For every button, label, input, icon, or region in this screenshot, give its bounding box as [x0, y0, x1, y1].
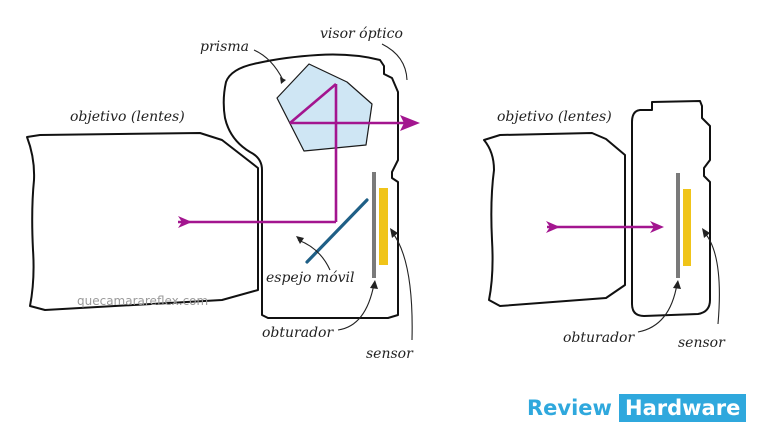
beam-arrowhead-left — [178, 216, 192, 228]
watermark: quecamarareflex.com — [77, 294, 208, 308]
prism-pointer — [253, 49, 284, 81]
mirrorless-lens-label: objetivo (lentes) — [497, 109, 612, 125]
review-hardware-logo: Review Hardware — [527, 393, 749, 423]
shutter-pointer — [337, 283, 375, 331]
sensor-pointer-head — [390, 228, 398, 238]
mirrorless-sensor-pointer-head — [702, 228, 710, 238]
mirrorless-lens-outline — [483, 132, 626, 307]
mirrorless-shutter-pointer-head — [673, 280, 681, 289]
dslr-shutter-label: obturador — [262, 325, 334, 341]
sensor-pointer — [391, 231, 413, 341]
mirrorless-body-outline — [631, 100, 711, 317]
mirror-pointer-head — [296, 236, 304, 244]
mirrorless-beam-arrowhead-left — [546, 221, 560, 233]
dslr-diagram: objetivo (lentes) prisma visor óptico es… — [26, 26, 420, 362]
beam-arrowhead-exit — [400, 115, 420, 131]
mirrorless-sensor-label: sensor — [678, 335, 726, 351]
dslr-lens-label: objetivo (lentes) — [70, 109, 185, 125]
mirrorless-shutter — [676, 173, 680, 278]
prism-pointer-head — [280, 77, 286, 84]
mirrorless-shutter-pointer — [637, 283, 678, 333]
mirrorless-diagram: objetivo (lentes) obturador sensor — [483, 100, 726, 351]
logo-hardware-text: Hardware — [619, 394, 747, 422]
dslr-sensor-label: sensor — [366, 346, 414, 362]
dslr-shutter — [372, 172, 376, 278]
logo-review-text: Review — [527, 396, 612, 420]
mirror-label: espejo móvil — [266, 270, 355, 286]
mirrorless-sensor-pointer — [703, 231, 720, 325]
shutter-pointer-head — [370, 280, 378, 289]
dslr-lens-outline — [26, 132, 259, 311]
mirrorless-beam-arrowhead-right — [650, 221, 664, 233]
beam-reflect-1 — [289, 83, 337, 124]
mirrorless-shutter-label: obturador — [563, 330, 635, 346]
prism-shape — [276, 63, 373, 152]
prism-label: prisma — [200, 39, 249, 55]
dslr-sensor — [379, 188, 388, 265]
viewfinder-pointer — [381, 43, 408, 81]
viewfinder-label: visor óptico — [320, 26, 403, 42]
mirrorless-sensor — [683, 189, 691, 266]
